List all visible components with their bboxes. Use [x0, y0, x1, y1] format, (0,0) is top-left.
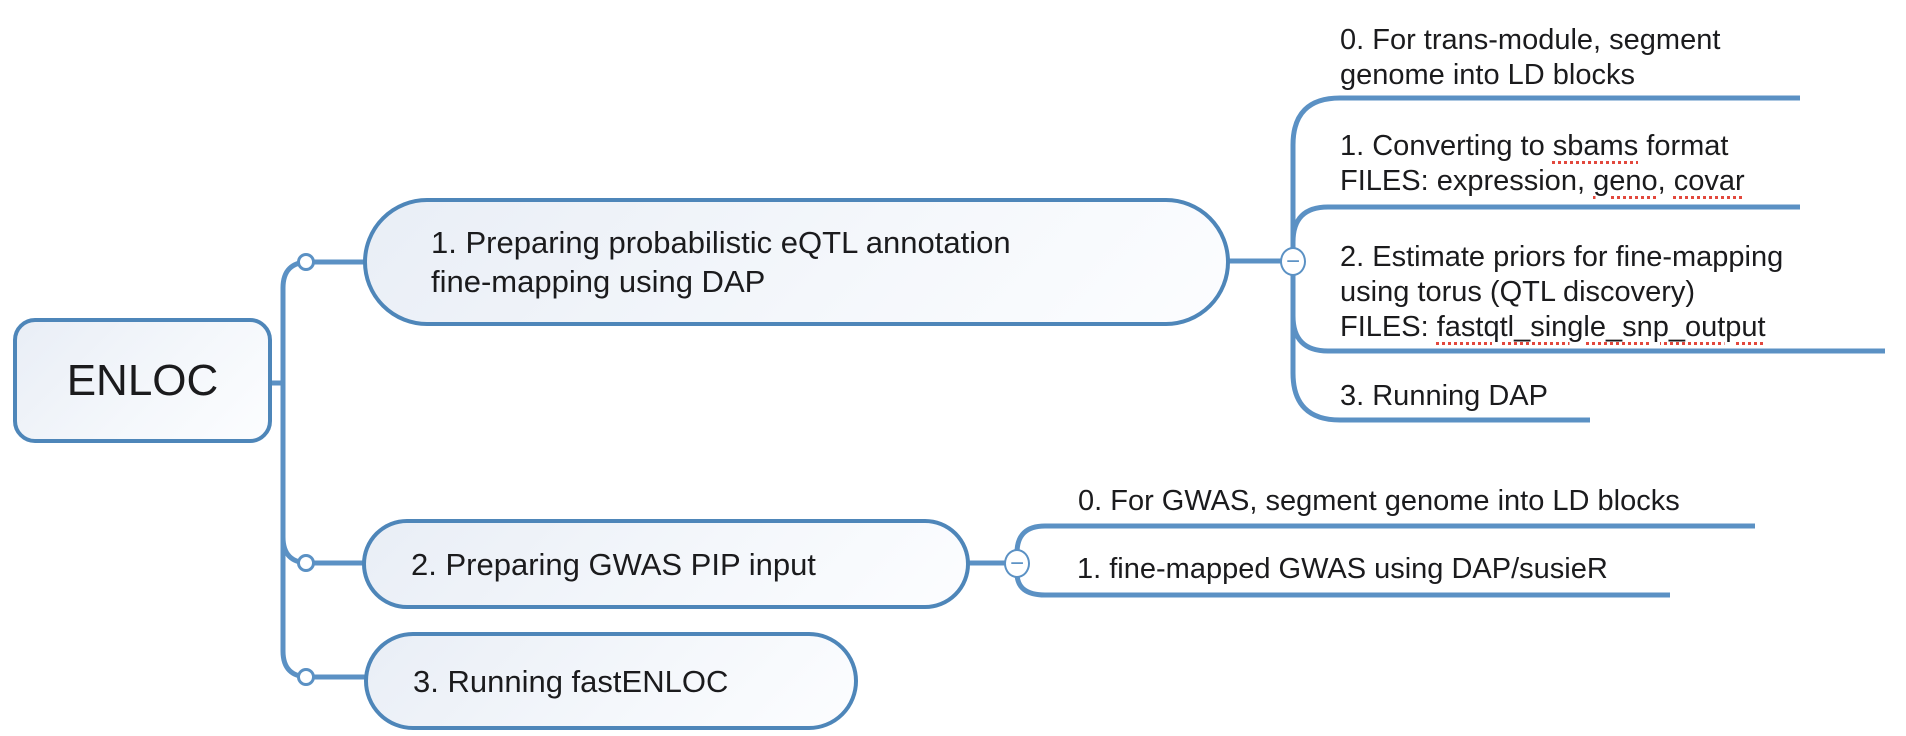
branch-node-1-label: 1. Preparing probabilistic eQTL annotati…	[431, 225, 1011, 299]
branch-node-3[interactable]: 3. Running fastENLOC	[364, 632, 858, 730]
leaf-text: genome into LD blocks	[1340, 59, 1635, 91]
leaf-text-misspelled: geno	[1593, 165, 1658, 197]
leaf-line: FILES: fastqtl_single_snp_output	[1340, 310, 1783, 345]
root-node-enloc[interactable]: ENLOC	[13, 318, 272, 443]
leaf-line: 1. fine-mapped GWAS using DAP/susieR	[1077, 552, 1608, 587]
branch-node-2-label: 2. Preparing GWAS PIP input	[411, 546, 816, 582]
branch-node-2[interactable]: 2. Preparing GWAS PIP input	[362, 519, 970, 609]
leaf-text: 0. For GWAS, segment genome into LD bloc…	[1078, 485, 1680, 517]
leaf-b1-child-2[interactable]: 2. Estimate priors for fine-mapping usin…	[1340, 240, 1783, 345]
branch-node-1[interactable]: 1. Preparing probabilistic eQTL annotati…	[363, 198, 1230, 326]
branch-joint-dot-2	[297, 554, 315, 572]
connector-root-to-branch-1	[272, 259, 368, 386]
leaf-line: FILES: expression, geno, covar	[1340, 164, 1745, 199]
leaf-b1-child-0[interactable]: 0. For trans-module, segment genome into…	[1340, 23, 1720, 93]
leaf-text: 1. fine-mapped GWAS using DAP/susieR	[1077, 553, 1608, 585]
leaf-text: ,	[1657, 165, 1674, 197]
leaf-text: 0. For trans-module, segment	[1340, 24, 1721, 56]
leaf-text: FILES: expression,	[1340, 165, 1594, 197]
leaf-b1-child-1[interactable]: 1. Converting to sbams format FILES: exp…	[1340, 129, 1745, 199]
branch-node-3-label: 3. Running fastENLOC	[413, 663, 729, 699]
leaf-line: 2. Estimate priors for fine-mapping	[1340, 240, 1783, 275]
collapse-button-branch-2[interactable]: −	[1004, 549, 1030, 578]
collapse-button-branch-1[interactable]: −	[1280, 247, 1306, 276]
leaf-line: using torus (QTL discovery)	[1340, 275, 1783, 310]
leaf-line: 3. Running DAP	[1340, 379, 1548, 414]
connector-root-to-branch-3	[272, 380, 368, 680]
leaf-text-misspelled: covar	[1673, 165, 1745, 197]
leaf-line: 0. For GWAS, segment genome into LD bloc…	[1078, 484, 1680, 519]
leaf-b2-child-0[interactable]: 0. For GWAS, segment genome into LD bloc…	[1078, 484, 1680, 519]
leaf-text-misspelled: sbams	[1552, 130, 1639, 162]
branch-joint-dot-3	[297, 668, 315, 686]
branch-joint-dot-1	[297, 253, 315, 271]
connector-root-to-branch-2	[272, 380, 366, 566]
leaf-text: using torus (QTL discovery)	[1340, 276, 1696, 308]
leaf-b1-child-3[interactable]: 3. Running DAP	[1340, 379, 1548, 414]
leaf-text: format	[1638, 130, 1729, 162]
leaf-line: 1. Converting to sbams format	[1340, 129, 1745, 164]
leaf-b2-child-1[interactable]: 1. fine-mapped GWAS using DAP/susieR	[1077, 552, 1608, 587]
leaf-text: FILES:	[1340, 311, 1437, 343]
minus-icon: −	[1009, 549, 1024, 577]
leaf-line: 0. For trans-module, segment	[1340, 23, 1720, 58]
leaf-text-misspelled: fastqtl_single_snp_output	[1436, 311, 1766, 343]
leaf-text: 2. Estimate priors for fine-mapping	[1340, 241, 1784, 273]
root-node-label: ENLOC	[66, 355, 219, 405]
minus-icon: −	[1285, 247, 1300, 275]
leaf-text: 3. Running DAP	[1340, 380, 1548, 412]
connector-branch-1-child-0	[1290, 95, 1800, 261]
leaf-line: genome into LD blocks	[1340, 58, 1720, 93]
connector-branch-1-child-1	[1290, 204, 1800, 261]
connector-branch-1-child-3	[1290, 261, 1590, 423]
leaf-text: 1. Converting to	[1340, 130, 1553, 162]
